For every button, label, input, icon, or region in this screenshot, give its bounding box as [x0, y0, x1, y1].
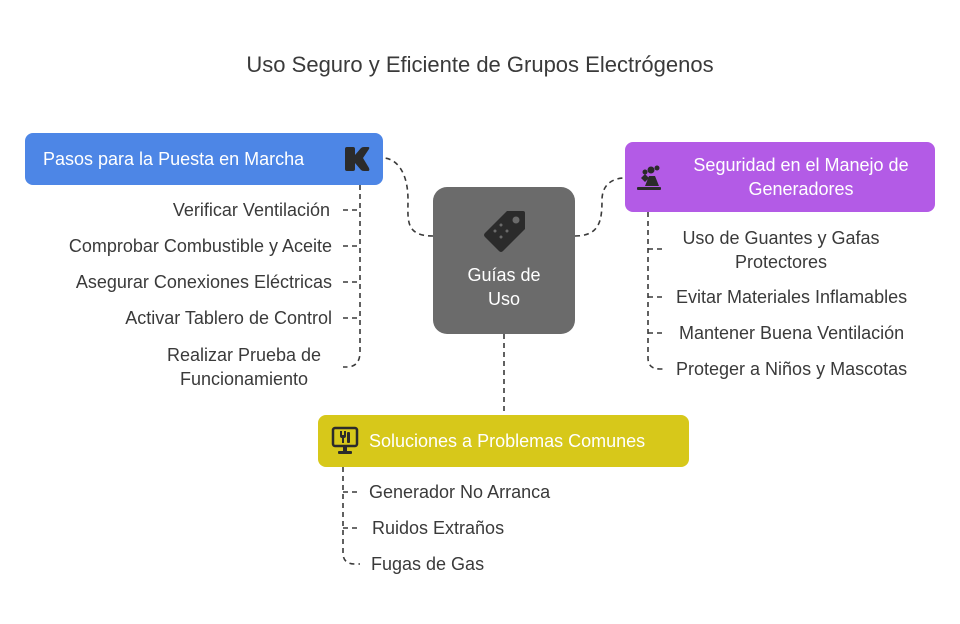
troubleshooting-item: Generador No Arranca	[369, 482, 551, 502]
setup-item: Realizar Prueba de Funcionamiento	[166, 345, 322, 389]
setup-item: Asegurar Conexiones Eléctricas	[75, 272, 332, 292]
k-logo-icon	[345, 147, 370, 171]
tag-icon	[484, 211, 525, 252]
setup-item: Verificar Ventilación	[172, 200, 330, 220]
central-topic-label: Guías de Uso	[467, 265, 541, 309]
diagram-title: Uso Seguro y Eficiente de Grupos Electró…	[246, 52, 714, 77]
troubleshooting-item: Ruidos Extraños	[372, 518, 505, 538]
troubleshooting-item: Fugas de Gas	[371, 554, 485, 574]
safety-box[interactable]: Seguridad en el Manejo de Generadores	[625, 142, 935, 212]
setup-item: Comprobar Combustible y Aceite	[68, 236, 332, 256]
safety-label: Seguridad en el Manejo de Generadores	[693, 155, 909, 199]
safety-item: Uso de Guantes y Gafas Protectores	[682, 228, 880, 272]
setup-steps-label: Pasos para la Puesta en Marcha	[43, 148, 305, 169]
safety-item: Mantener Buena Ventilación	[679, 323, 905, 343]
troubleshooting-label: Soluciones a Problemas Comunes	[369, 430, 646, 451]
safety-item: Evitar Materiales Inflamables	[676, 287, 908, 307]
central-topic[interactable]: Guías de Uso	[433, 187, 575, 334]
setup-steps-box[interactable]: Pasos para la Puesta en Marcha	[25, 133, 383, 185]
troubleshooting-box[interactable]: Soluciones a Problemas Comunes	[318, 415, 689, 467]
setup-item: Activar Tablero de Control	[125, 308, 332, 328]
safety-item: Proteger a Niños y Mascotas	[676, 359, 908, 379]
computer-repair-icon	[331, 426, 359, 454]
safety-equipment-icon	[637, 165, 661, 190]
